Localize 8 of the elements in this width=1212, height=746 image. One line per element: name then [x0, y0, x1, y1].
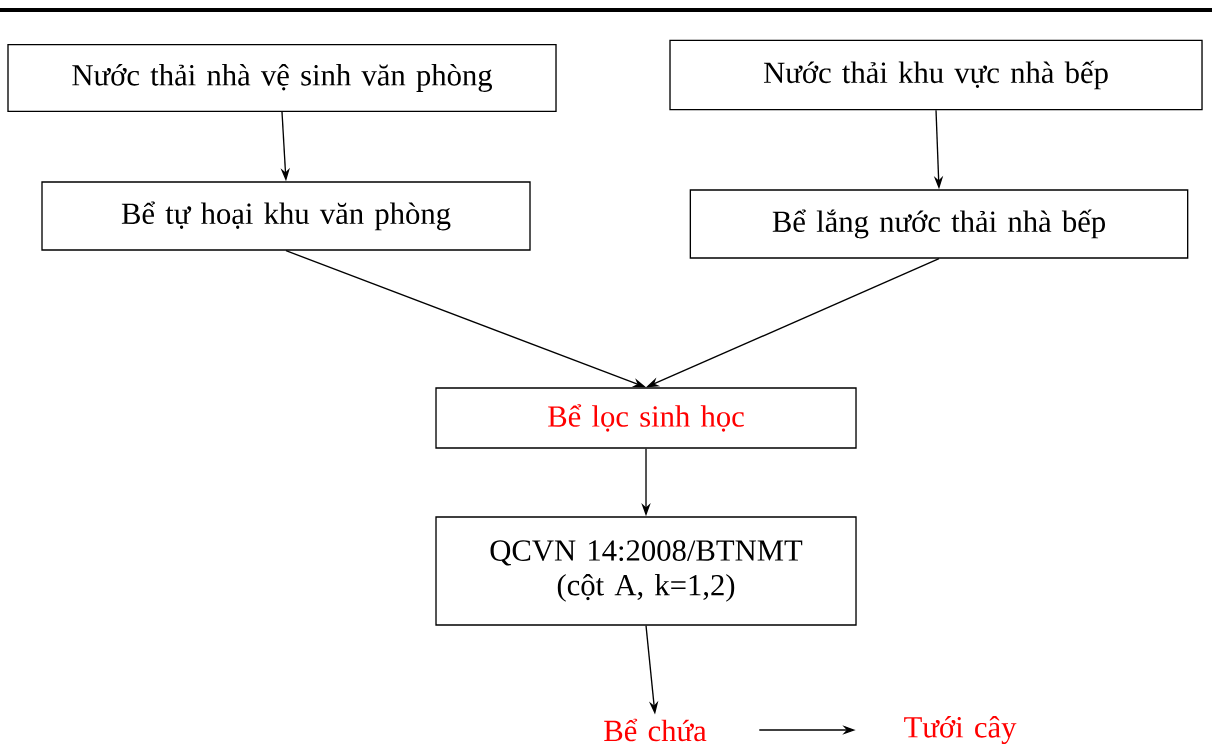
process-box: QCVN 14:2008/BTNMT (cột A, k=1,2) — [435, 516, 857, 626]
process-label: Bể chứa — [604, 718, 707, 742]
process-box: Bể lắng nước thải nhà bếp — [689, 189, 1189, 259]
process-box: Nước thải khu vực nhà bếp — [669, 39, 1203, 111]
process-box: Nước thải nhà vệ sinh văn phòng — [7, 44, 557, 112]
process-box: Bể tự hoại khu văn phòng — [41, 181, 531, 251]
process-label: Tưới cây — [904, 716, 1017, 744]
process-box: Bể lọc sinh học — [435, 387, 857, 449]
